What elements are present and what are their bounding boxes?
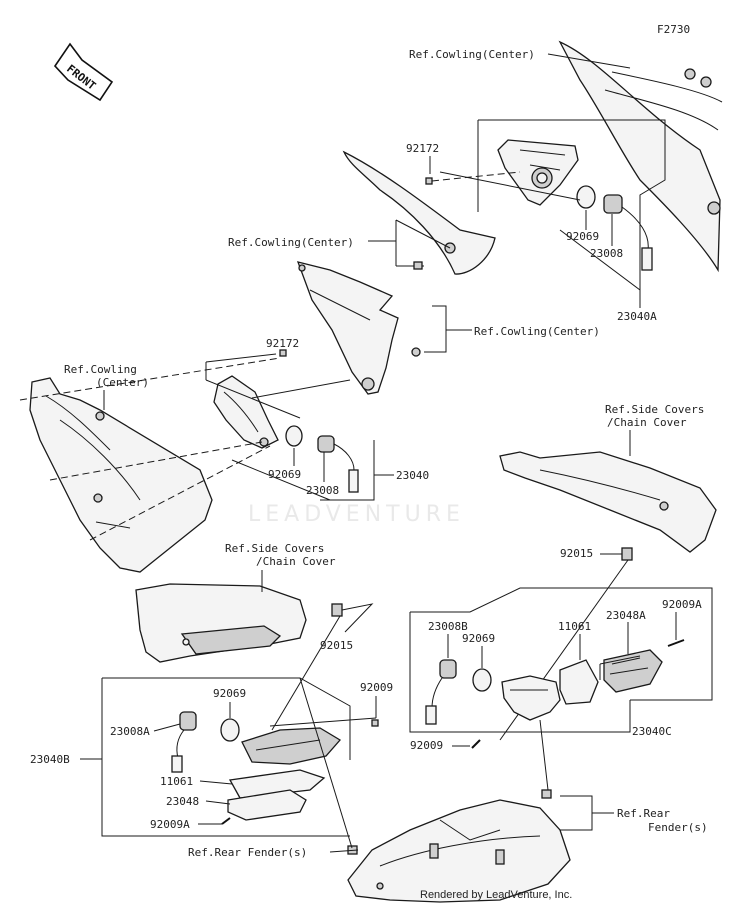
bulb-92069-right <box>472 668 492 692</box>
screw-92009A-left <box>221 817 231 825</box>
cowling-center-top <box>558 40 723 273</box>
gasket-11061-right <box>559 659 599 705</box>
lens-23048A <box>603 649 663 693</box>
label-92009A-left: 92009A <box>150 818 190 831</box>
ref-rear-fender-left: Ref.Rear Fender(s) <box>188 846 307 859</box>
ref-cowling-mid: Ref.Cowling(Center) <box>228 236 354 249</box>
cowling-center-upper-fin <box>342 150 496 275</box>
label-92015-right: 92015 <box>560 547 593 560</box>
ref-cowling-left-2: (Center) <box>96 376 149 389</box>
turn-signal-rear-left <box>241 727 342 765</box>
ref-rear-fender-right-1: Ref.Rear <box>617 807 670 820</box>
label-92009-left: 92009 <box>360 681 393 694</box>
screw-92009A-right <box>667 639 685 647</box>
label-92069-mid: 92069 <box>268 468 301 481</box>
label-92015-left: 92015 <box>320 639 353 652</box>
side-cover-right <box>499 451 717 553</box>
label-92069-top: 92069 <box>566 230 599 243</box>
label-23048A: 23048A <box>606 609 646 622</box>
label-23040: 23040 <box>396 469 429 482</box>
watermark: LEADVENTURE <box>248 502 465 527</box>
front-arrow-icon: FRONT <box>53 42 114 102</box>
ref-side-right-1: Ref.Side Covers <box>605 403 704 416</box>
socket-23008-mid <box>317 435 359 493</box>
label-92172-top: 92172 <box>406 142 439 155</box>
screw-92172-mid <box>279 349 287 357</box>
nut-rear-right <box>541 789 552 799</box>
turn-signal-front-left <box>213 375 279 449</box>
bulb-92069-left <box>220 718 240 742</box>
diagram-code: F2730 <box>657 23 690 36</box>
rear-fender <box>347 799 571 903</box>
turn-signal-front-right <box>497 139 579 206</box>
footer-credit: Rendered by LeadVenture, Inc. <box>420 889 572 901</box>
label-23040A: 23040A <box>617 310 657 323</box>
collar-92015-left <box>331 603 343 617</box>
ref-cowling-top: Ref.Cowling(Center) <box>409 48 535 61</box>
bulb-92069-top <box>576 185 596 209</box>
gasket-11061-left <box>228 769 326 799</box>
lens-23048 <box>227 789 307 821</box>
label-23040C: 23040C <box>632 725 672 738</box>
label-11061-left: 11061 <box>160 775 193 788</box>
screw-92009-left <box>371 719 379 727</box>
socket-23008A <box>171 711 197 773</box>
label-92009-right: 92009 <box>410 739 443 752</box>
label-23008B: 23008B <box>428 620 468 633</box>
collar-92015-right <box>621 547 633 561</box>
label-92172-mid: 92172 <box>266 337 299 350</box>
label-23040B: 23040B <box>30 753 70 766</box>
ref-side-left-1: Ref.Side Covers <box>225 542 324 555</box>
ref-side-left-2: /Chain Cover <box>256 555 336 568</box>
side-cover-left <box>135 583 307 663</box>
label-92069-right: 92069 <box>462 632 495 645</box>
ref-side-right-2: /Chain Cover <box>607 416 687 429</box>
cowling-center-left <box>29 377 213 573</box>
ref-cowling-right: Ref.Cowling(Center) <box>474 325 600 338</box>
screw-92009-right <box>471 739 481 749</box>
label-23008-top: 23008 <box>590 247 623 260</box>
screw-92172-top <box>425 177 433 185</box>
socket-23008-top <box>603 194 653 271</box>
ref-rear-fender-right-2: Fender(s) <box>648 821 708 834</box>
label-23048: 23048 <box>166 795 199 808</box>
label-23008-mid: 23008 <box>306 484 339 497</box>
ref-cowling-left-1: Ref.Cowling <box>64 363 137 376</box>
label-92069-left: 92069 <box>213 687 246 700</box>
turn-signal-rear-right <box>501 675 561 721</box>
label-23008A: 23008A <box>110 725 150 738</box>
cowling-center-side-panel <box>296 261 421 395</box>
socket-23008B <box>425 659 457 725</box>
bulb-92069-mid <box>285 425 303 447</box>
label-11061-right: 11061 <box>558 620 591 633</box>
label-92009A-right: 92009A <box>662 598 702 611</box>
